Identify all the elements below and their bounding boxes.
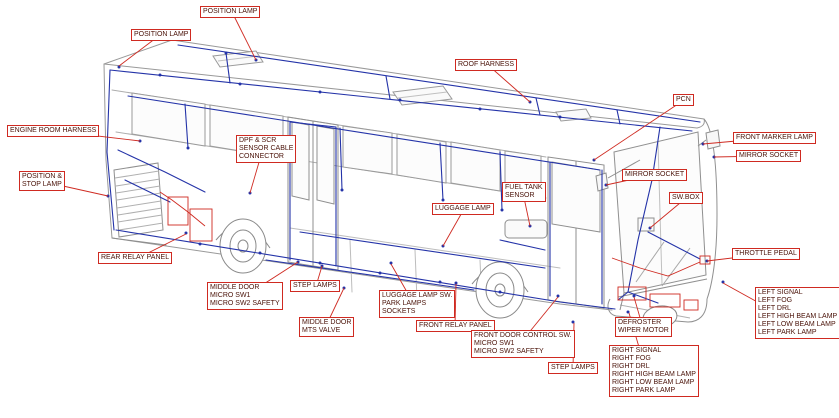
label-text: MICRO SW1 (210, 292, 251, 299)
label-text: MTS VALVE (302, 327, 341, 334)
label-text: ENGINE ROOM HARNESS (10, 127, 97, 134)
fuel-tank (504, 219, 548, 239)
label-text: MIDDLE DOOR (210, 284, 260, 291)
label-text: DEFROSTER (618, 319, 662, 326)
front-door (547, 156, 605, 309)
window (396, 133, 447, 184)
label-text: LUGGAGE LAMP SW. (382, 292, 453, 299)
label-text: FUEL TANK (505, 184, 543, 191)
label-front-door-control: FRONT DOOR CONTROL SW. MICRO SW1 MICRO S… (471, 330, 575, 358)
label-step-lamps-middle: STEP LAMPS (290, 280, 340, 292)
label-text: LEFT HIGH BEAM LAMP (758, 313, 838, 320)
label-fuel-tank-sensor: FUEL TANK SENSOR (502, 182, 546, 202)
label-text: LEFT DRL (758, 305, 791, 312)
label-text: MICRO SW2 SAFETY (474, 348, 544, 355)
label-text: SENSOR CABLE (239, 145, 294, 152)
label-text: ROOF HARNESS (458, 61, 515, 68)
label-pcn: PCN (673, 94, 694, 106)
harness-connectors (106, 51, 725, 324)
label-luggage-lamp-sw: LUGGAGE LAMP SW. PARK LAMPS SOCKETS (379, 290, 456, 318)
label-text: RIGHT SIGNAL (612, 347, 662, 354)
throttle-pedal-detail (699, 255, 711, 265)
label-text: RIGHT HIGH BEAM LAMP (612, 371, 696, 378)
label-text: POSITION LAMP (134, 31, 189, 38)
label-mirror-socket-outer: MIRROR SOCKET (736, 150, 802, 162)
label-defroster-wiper: DEFROSTER WIPER MOTOR (615, 317, 672, 337)
label-text: SOCKETS (382, 308, 416, 315)
mirror-outer (705, 129, 721, 150)
label-roof-harness: ROOF HARNESS (455, 59, 518, 71)
label-front-relay-panel: FRONT RELAY PANEL (416, 320, 495, 332)
headlamp-right-detail (617, 286, 647, 301)
label-text: RIGHT FOG (612, 355, 651, 362)
label-text: LUGGAGE LAMP (435, 205, 491, 212)
label-text: WIPER MOTOR (618, 327, 669, 334)
label-text: MIDDLE DOOR (302, 319, 352, 326)
label-text: CONNECTOR (239, 153, 284, 160)
bus-front (607, 118, 718, 323)
label-text: REAR RELAY PANEL (101, 254, 170, 261)
label-middle-door-mts-valve: MIDDLE DOOR MTS VALVE (299, 317, 355, 337)
engine-grille (113, 162, 164, 238)
label-text: FRONT MARKER LAMP (736, 134, 813, 141)
label-text: PCN (676, 96, 691, 103)
label-position-stop-lamp: POSITION & STOP LAMP (19, 171, 66, 191)
label-dpf-scr-connector: DPF & SCR SENSOR CABLE CONNECTOR (236, 135, 297, 163)
window (342, 125, 393, 175)
label-text: LEFT PARK LAMP (758, 329, 817, 336)
label-left-front-lamps: LEFT SIGNAL LEFT FOG LEFT DRL LEFT HIGH … (755, 287, 839, 339)
label-text: MIRROR SOCKET (625, 171, 685, 178)
label-text: RIGHT PARK LAMP (612, 387, 676, 394)
label-text: LEFT FOG (758, 297, 793, 304)
label-text: FRONT RELAY PANEL (419, 322, 492, 329)
roof-hatches (212, 50, 592, 122)
label-text: STOP LAMP (22, 181, 62, 188)
label-text: MICRO SW2 SAFETY (210, 300, 280, 307)
headlamp-left-detail (649, 293, 681, 308)
label-text: STEP LAMPS (551, 364, 595, 371)
label-text: SW.BOX (672, 194, 700, 201)
window (131, 92, 206, 147)
label-front-marker-lamp: FRONT MARKER LAMP (733, 132, 816, 144)
label-position-lamp-top: POSITION LAMP (200, 6, 261, 18)
middle-door (287, 116, 339, 271)
label-position-lamp-rear: POSITION LAMP (131, 29, 192, 41)
label-text: THROTTLE PEDAL (735, 250, 797, 257)
label-text: LEFT SIGNAL (758, 289, 803, 296)
label-text: MICRO SW1 (474, 340, 515, 347)
label-text: RIGHT DRL (612, 363, 650, 370)
label-step-lamps-front: STEP LAMPS (548, 362, 598, 374)
highlighted-details (159, 191, 711, 311)
label-middle-door-switches: MIDDLE DOOR MICRO SW1 MICRO SW2 SAFETY (207, 282, 283, 310)
label-text: PARK LAMPS (382, 300, 427, 307)
window (450, 141, 501, 192)
label-text: DPF & SCR (239, 137, 277, 144)
label-text: LEFT LOW BEAM LAMP (758, 321, 836, 328)
label-text: POSITION & (22, 173, 63, 180)
label-rear-relay-panel: REAR RELAY PANEL (98, 252, 173, 264)
rear-relay-panel-detail (167, 196, 189, 226)
label-throttle-pedal: THROTTLE PEDAL (732, 248, 800, 260)
label-text: FRONT DOOR CONTROL SW. (474, 332, 572, 339)
roof-hatch (555, 108, 592, 122)
wiper-arms (635, 241, 691, 287)
label-mirror-socket-inner: MIRROR SOCKET (622, 169, 688, 181)
wiring-harness (106, 44, 701, 310)
label-text: STEP LAMPS (293, 282, 337, 289)
label-right-front-lamps: RIGHT SIGNAL RIGHT FOG RIGHT DRL RIGHT H… (609, 345, 699, 397)
label-text: POSITION LAMP (203, 8, 258, 15)
label-engine-room-harness: ENGINE ROOM HARNESS (7, 125, 100, 137)
label-text: RIGHT LOW BEAM LAMP (612, 379, 695, 386)
label-text: SENSOR (505, 192, 535, 199)
label-text: MIRROR SOCKET (739, 152, 799, 159)
label-sw-box: SW.BOX (669, 192, 703, 204)
label-luggage-lamp: LUGGAGE LAMP (432, 203, 494, 215)
